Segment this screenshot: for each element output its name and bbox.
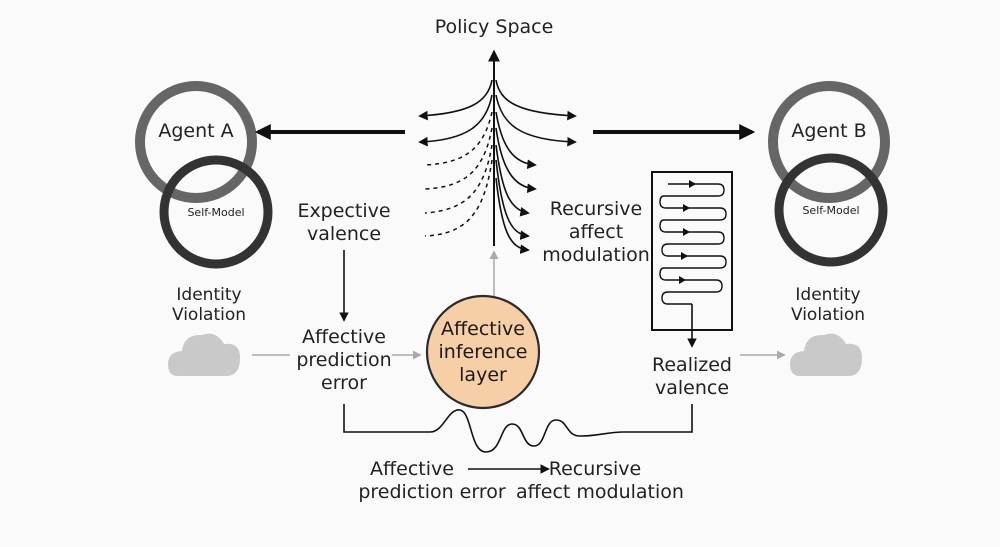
recursion-maze-path [659, 183, 727, 305]
agent-b-identity-violation: Identity Violation [790, 285, 866, 326]
agent-b-label: Agent B [791, 120, 867, 142]
inference-layer-circle [425, 294, 541, 410]
agent-b-self-model-ring [774, 153, 888, 267]
affective-prediction-error-label: Affective prediction error [296, 326, 392, 394]
oscillation-bracket [343, 404, 693, 453]
agent-a-self-model-label: Self-Model [187, 206, 245, 219]
policy-fan-left-solid [418, 79, 493, 147]
legend-affective-prediction-error: Affective prediction error [358, 458, 506, 503]
expective-valence-label: Expective valence [297, 200, 391, 245]
agent-a-self-model-ring [159, 155, 273, 269]
policy-fan-left-dashed [424, 111, 493, 237]
agent-a-label: Agent A [158, 120, 234, 142]
legend-recursive-affect-modulation: Recursive affect modulation [516, 458, 684, 503]
policy-space-title: Policy Space [434, 16, 554, 38]
agent-a-ring [135, 81, 257, 203]
inference-layer-label: Affective inference layer [438, 318, 528, 387]
recursive-affect-modulation-label: Recursive affect modulation [542, 198, 650, 266]
agent-b-self-model-label: Self-Model [802, 204, 860, 217]
agent-b-ring [768, 81, 890, 203]
agent-a-identity-violation: Identity Violation [171, 285, 247, 326]
realized-valence-label: Realized valence [652, 354, 732, 399]
maze-arrowheads [679, 180, 696, 284]
policy-fan-right [495, 79, 577, 254]
cloud-a [168, 333, 240, 376]
cloud-b [790, 333, 862, 376]
